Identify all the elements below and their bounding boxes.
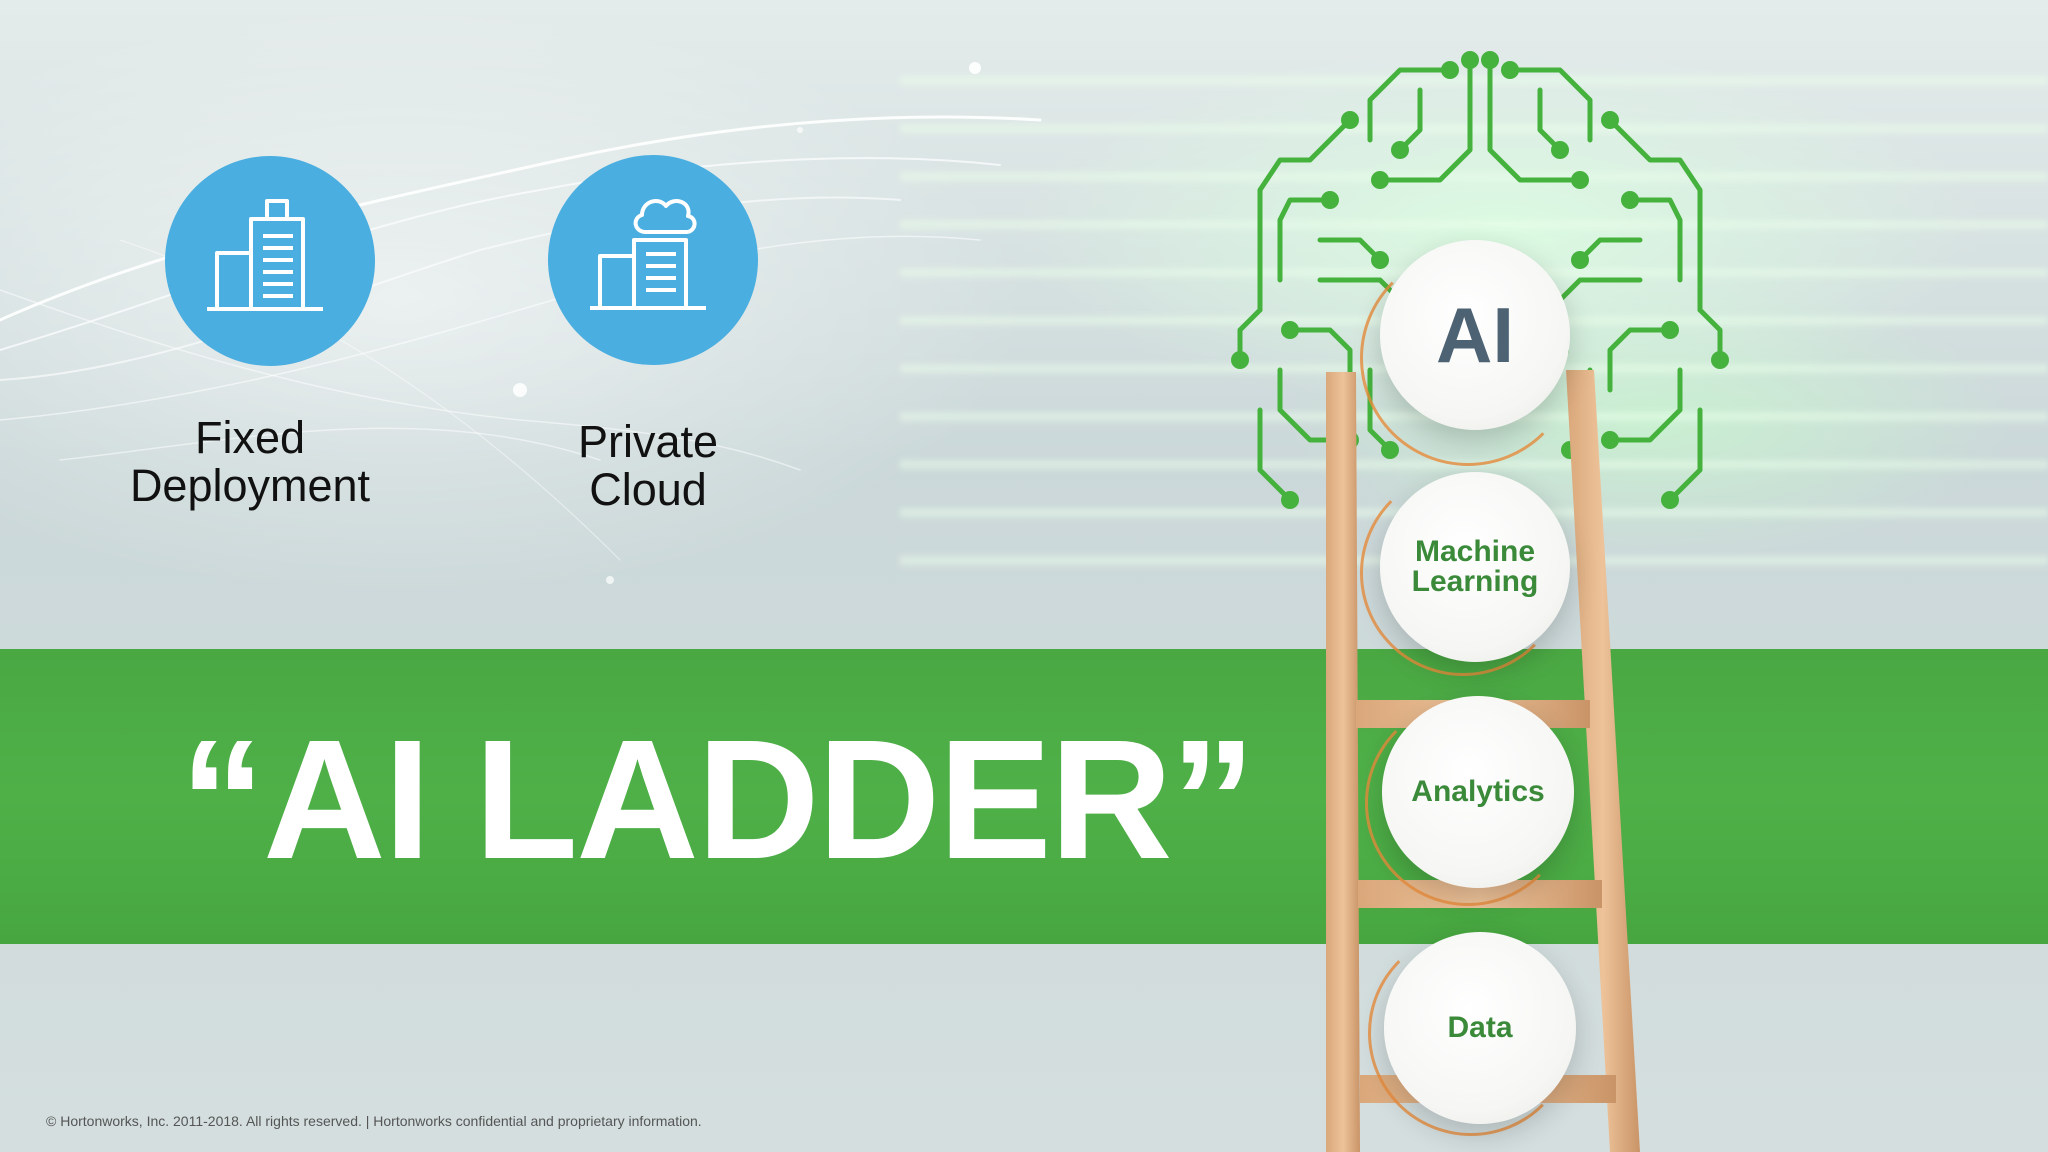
ladder-step-ml-line-1: Machine (1414, 535, 1536, 568)
orange-ring-data (1368, 930, 1574, 1136)
orange-ring-ai (1360, 250, 1576, 466)
headline-band (0, 649, 2048, 944)
private-cloud-icon-circle (548, 155, 758, 365)
fixed-deployment-label-line-1: Fixed (194, 412, 306, 463)
ladder-step-ml-line-2: Learning (1411, 565, 1539, 598)
private-cloud-label-line-2: Cloud (589, 464, 707, 515)
building-icon (207, 199, 323, 311)
fixed-deployment-label-line-2: Deployment (129, 460, 371, 511)
ladder-step-analytics: Analytics (1382, 696, 1574, 888)
fixed-deployment-label: Fixed Deployment (100, 414, 400, 510)
orange-ring-ml (1360, 470, 1566, 676)
private-cloud-label: Private Cloud (498, 418, 798, 514)
ladder-step-data: Data (1384, 932, 1576, 1124)
headline: “AI LADDER” (180, 705, 1256, 895)
ladder-step-analytics-label: Analytics (1411, 775, 1545, 808)
ladder-step-machine-learning: Machine Learning (1380, 472, 1570, 662)
copyright-footer: © Hortonworks, Inc. 2011-2018. All right… (46, 1113, 702, 1129)
ladder-step-data-label: Data (1447, 1011, 1513, 1044)
fixed-deployment-icon-circle (165, 156, 375, 366)
ladder-step-ai: AI (1380, 240, 1570, 430)
cloud-building-icon (590, 199, 706, 310)
private-cloud-label-line-1: Private (577, 416, 719, 467)
orange-ring-analytics (1365, 700, 1571, 906)
light-trails-decoration (0, 62, 1042, 584)
ladder-step-ai-label: AI (1436, 290, 1514, 379)
